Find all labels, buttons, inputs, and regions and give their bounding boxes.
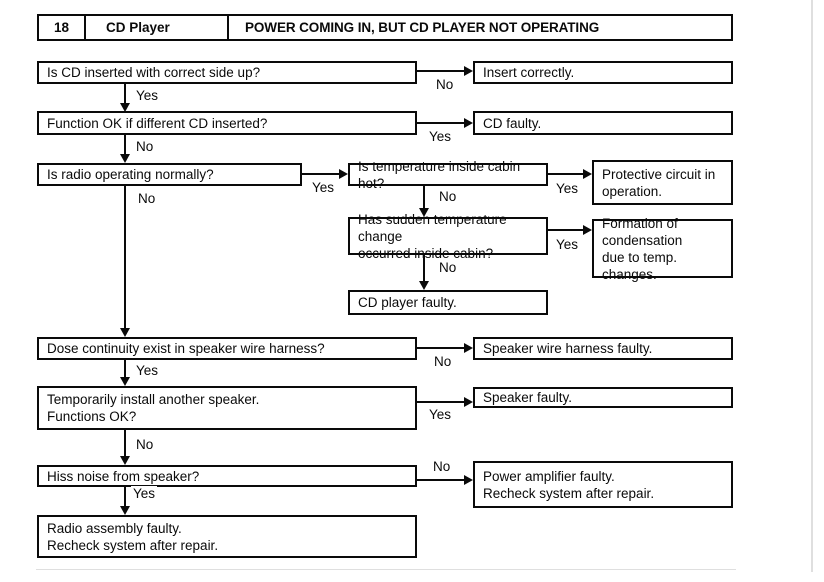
label-yes-6: Yes	[134, 363, 161, 378]
result-cd-player-faulty: CD player faulty.	[348, 290, 548, 315]
connector-yes-5	[548, 229, 585, 231]
header-row: 18 CD Player POWER COMING IN, BUT CD PLA…	[37, 14, 733, 41]
scan-edge-artifact-bottom	[36, 569, 736, 570]
connector-no-2	[124, 135, 126, 156]
arrowhead-down-1	[120, 103, 130, 112]
arrowhead-down-2	[120, 154, 130, 163]
label-yes-8: Yes	[131, 486, 158, 501]
arrowhead-down-6	[120, 377, 130, 386]
label-yes-1: Yes	[134, 88, 161, 103]
arrowhead-down-3	[120, 328, 130, 337]
arrowhead-right-4	[583, 169, 592, 179]
arrowhead-right-5	[583, 225, 592, 235]
result-insert-correctly: Insert correctly.	[473, 61, 733, 84]
connector-no-1	[417, 70, 466, 72]
result-radio-assembly-faulty: Radio assembly faulty. Recheck system af…	[37, 515, 417, 558]
label-no-7: No	[134, 437, 156, 452]
arrowhead-down-5	[419, 281, 429, 290]
label-no-5: No	[437, 260, 459, 275]
label-yes-7: Yes	[427, 407, 454, 422]
decision-cd-side-up: Is CD inserted with correct side up?	[37, 61, 417, 84]
label-no-3: No	[136, 191, 158, 206]
connector-no-8	[415, 479, 466, 481]
decision-cabin-hot: Is temperature inside cabin hot?	[348, 159, 548, 191]
label-no-8: No	[431, 459, 453, 474]
label-no-6: No	[432, 354, 454, 369]
arrowhead-down-7	[120, 456, 130, 465]
arrowhead-right-3	[339, 169, 348, 179]
connector-yes-6	[124, 360, 126, 379]
decision-different-cd: Function OK if different CD inserted?	[37, 111, 417, 135]
result-cd-faulty: CD faulty.	[473, 111, 733, 135]
result-protective-circuit: Protective circuit in operation.	[592, 160, 733, 205]
label-yes-3: Yes	[310, 180, 337, 195]
arrowhead-right-7	[464, 397, 473, 407]
result-speaker-faulty: Speaker faulty.	[473, 387, 733, 408]
arrowhead-right-1	[464, 66, 473, 76]
label-no-4: No	[437, 189, 459, 204]
arrowhead-right-8	[464, 475, 473, 485]
label-yes-2: Yes	[427, 129, 454, 144]
decision-radio-normal: Is radio operating normally?	[37, 163, 302, 186]
arrowhead-right-2	[464, 118, 473, 128]
connector-no-5	[423, 255, 425, 283]
result-condensation: Formation of condensation due to temp. c…	[592, 216, 733, 282]
header-symptom-title: POWER COMING IN, BUT CD PLAYER NOT OPERA…	[227, 16, 731, 39]
connector-yes-1	[124, 84, 126, 105]
label-yes-4: Yes	[554, 181, 581, 196]
result-harness-faulty: Speaker wire harness faulty.	[473, 337, 733, 360]
decision-install-speaker: Temporarily install another speaker. Fun…	[37, 386, 417, 430]
arrowhead-down-8	[120, 506, 130, 515]
decision-sudden-temp: Has sudden temperature change occurred i…	[348, 212, 548, 261]
connector-yes-3	[302, 173, 341, 175]
result-power-amp-faulty: Power amplifier faulty. Recheck system a…	[473, 461, 733, 508]
header-component-name: CD Player	[84, 16, 227, 39]
arrowhead-down-4	[419, 208, 429, 217]
label-yes-5: Yes	[554, 237, 581, 252]
connector-yes-7	[417, 401, 466, 403]
decision-continuity: Dose continuity exist in speaker wire ha…	[37, 337, 417, 360]
connector-no-4	[423, 186, 425, 210]
arrowhead-right-6	[464, 343, 473, 353]
connector-no-6	[417, 347, 466, 349]
connector-yes-2	[417, 122, 466, 124]
header-section-number: 18	[53, 20, 70, 35]
connector-yes-4	[548, 173, 585, 175]
label-no-1: No	[434, 77, 456, 92]
connector-no-7	[124, 430, 126, 458]
connector-no-3-long	[124, 186, 126, 330]
scan-edge-artifact-right	[811, 0, 813, 572]
label-no-2: No	[134, 139, 156, 154]
connector-yes-8	[124, 487, 126, 508]
decision-hiss-noise: Hiss noise from speaker?	[37, 465, 417, 487]
